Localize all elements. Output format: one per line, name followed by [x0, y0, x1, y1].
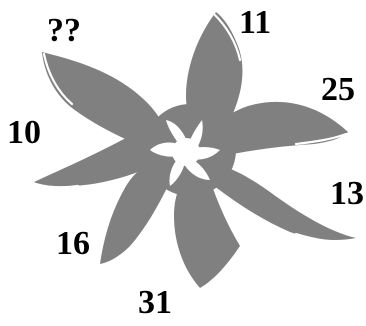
label-unknown: ?? — [47, 14, 81, 48]
label-13: 13 — [330, 177, 364, 211]
label-10: 10 — [7, 116, 41, 150]
label-25: 25 — [321, 73, 355, 107]
label-31: 31 — [138, 286, 172, 320]
label-11: 11 — [239, 6, 271, 40]
label-16: 16 — [56, 227, 90, 261]
